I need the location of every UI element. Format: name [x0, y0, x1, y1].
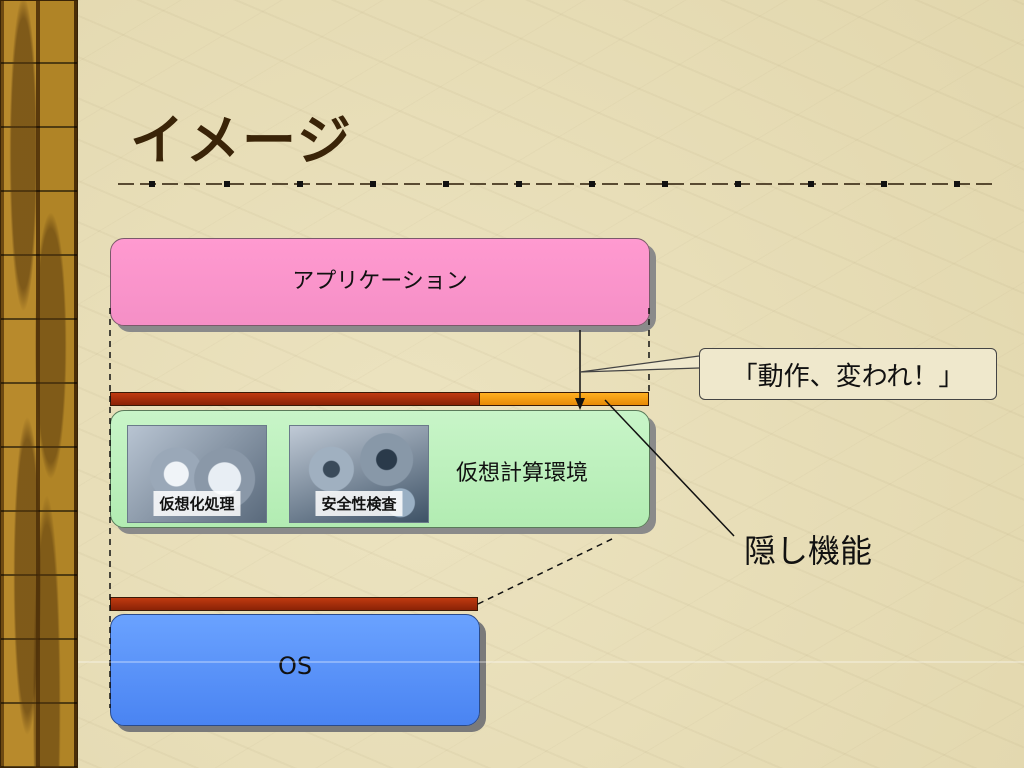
speech-callout: 「動作、変われ！」: [699, 348, 997, 400]
speech-callout-text: 「動作、変われ！」: [731, 361, 965, 392]
hidden-function-bar: [479, 392, 649, 406]
interface-bar-upper: [110, 392, 480, 406]
os-label: OS: [277, 652, 313, 680]
dashed-guide-diagonal: [477, 537, 615, 605]
security-check-image: 安全性検査: [289, 425, 429, 523]
wood-side-strip: [0, 0, 78, 768]
virtual-environment-label: 仮想計算環境: [456, 461, 589, 486]
os-layer: OS: [110, 614, 480, 726]
hidden-function-label: 隠し機能: [744, 532, 873, 570]
application-layer: アプリケーション: [110, 238, 650, 326]
speech-callout-pointer: [579, 355, 700, 373]
slide-title: イメージ: [130, 109, 353, 172]
virtual-environment-layer: 仮想化処理 安全性検査 仮想計算環境: [110, 410, 650, 528]
virtualization-label: 仮想化処理: [153, 491, 241, 516]
security-check-label: 安全性検査: [315, 491, 403, 516]
application-label: アプリケーション: [292, 269, 468, 294]
title-divider: [118, 181, 993, 187]
interface-bar-lower: [110, 597, 478, 611]
virtualization-image: 仮想化処理: [127, 425, 267, 523]
